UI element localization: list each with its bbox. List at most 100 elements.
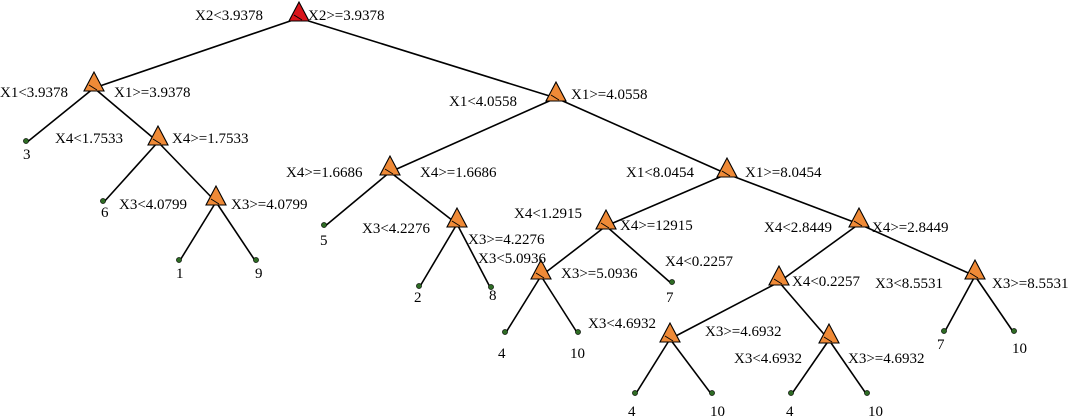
leaf-node-dot [1011,328,1017,334]
tree-edge [540,225,607,277]
split-node-mark [721,170,731,177]
split-node-mark [293,14,303,21]
split-node [768,264,790,286]
tree-edge [605,173,728,227]
edge-condition-label: X3<4.0799 [119,197,187,213]
leaf-node-dot [864,390,870,396]
tree-edge [828,339,868,396]
tree-edge [974,275,1015,334]
leaf-class-label: 10 [710,404,725,417]
leaf-node-dot [416,283,422,289]
leaf-node-dot [941,328,947,334]
leaf-class-label: 4 [498,346,506,362]
split-node [659,321,681,343]
split-node-mark [853,220,863,227]
tree-edge [93,87,159,143]
tree-edge [93,17,300,89]
edge-condition-label: X3>=5.0936 [561,266,638,282]
split-node-mark [535,272,545,279]
leaf-node-dot [176,257,182,263]
tree-edge [778,223,860,283]
split-node [545,80,567,102]
tree-edge [858,223,976,277]
split-node-mark [773,278,783,285]
tree-edge [157,141,217,203]
edge-condition-label: X4<0.2257 [665,254,734,270]
tree-edge [634,338,671,396]
leaf-node-dot [23,138,29,144]
split-node [716,156,738,178]
leaf-node-dot [632,390,638,396]
leaf-node-dot [575,329,581,335]
split-node [964,258,986,280]
tree-edge [943,275,976,334]
edge-condition-label: X1>=3.9378 [114,85,191,101]
tree-edge [298,17,557,99]
tree-edge [215,201,257,263]
split-node-triangle [964,258,986,280]
split-node-triangle [288,0,310,22]
edge-condition-label: X3<4.6932 [588,316,656,332]
split-node-mark [384,168,394,175]
edge-condition-label: X3<4.2276 [362,221,431,237]
edge-condition-label: X3>=4.6932 [848,351,925,367]
split-node-mark [600,222,610,229]
leaf-class-label: 7 [937,337,945,353]
edge-condition-label: X4<1.2915 [514,206,582,222]
split-node-triangle [659,321,681,343]
leaf-class-label: 1 [176,266,184,282]
tree-edge [790,339,830,396]
root-split-node [288,0,310,22]
split-node-triangle [205,184,227,206]
split-node-triangle [595,208,617,230]
edge-condition-label: X4>=1.7533 [172,131,249,147]
edge-condition-label: X4>=1.6686 [286,165,363,181]
tree-edge [323,171,391,228]
leaf-class-label: 7 [666,290,674,306]
split-node [848,206,870,228]
leaf-class-label: 3 [23,147,31,163]
split-node [147,124,169,146]
edge-condition-label: X4>=1.6686 [420,165,497,181]
split-node-triangle [446,206,468,228]
split-node-triangle [83,70,105,92]
split-node-triangle [848,206,870,228]
tree-edge [555,97,728,175]
edge-condition-label: X4<1.7533 [55,131,123,147]
split-node-mark [451,220,461,227]
tree-edge [778,281,830,341]
leaf-class-label: 6 [101,205,109,221]
split-node-mark [152,138,162,145]
split-node [595,208,617,230]
leaf-class-label: 4 [786,404,794,417]
tree-edge [178,201,217,263]
edge-condition-label: X4<0.2257 [792,274,861,290]
split-node-triangle [818,322,840,344]
split-node-triangle [716,156,738,178]
edge-condition-label: X3>=4.0799 [231,197,308,213]
split-node [379,154,401,176]
edge-condition-label: X1>=4.0558 [571,87,648,103]
leaf-class-label: 4 [628,404,636,417]
edge-condition-label: X3>=8.5531 [992,276,1069,292]
split-node-triangle [147,124,169,146]
split-node [530,258,552,280]
leaf-class-label: 10 [570,346,585,362]
edge-condition-label: X1<4.0558 [449,94,517,110]
leaf-node-dot [669,279,675,285]
edge-condition-label: X3<8.5531 [875,276,943,292]
tree-edge [669,281,780,340]
leaf-class-label: 5 [320,233,328,249]
split-node-mark [210,198,220,205]
tree-nodes [23,0,1017,396]
leaf-class-label: 9 [255,266,263,282]
split-node-triangle [545,80,567,102]
leaf-node-dot [788,390,794,396]
tree-edge [456,223,492,290]
split-node-triangle [379,154,401,176]
edge-condition-label: X4>=12915 [620,218,693,234]
tree-edge [605,225,673,285]
tree-edge [102,141,159,204]
